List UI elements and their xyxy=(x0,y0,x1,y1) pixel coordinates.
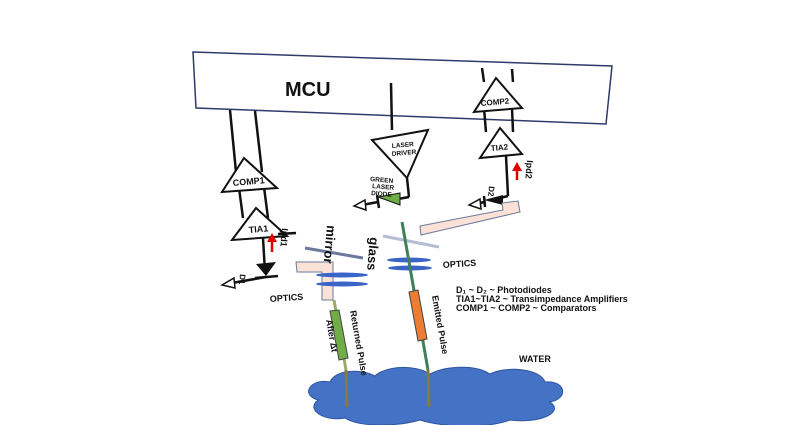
tia2-label: TIA2 xyxy=(490,142,509,153)
green-laser-diode-label-3: DIODE xyxy=(371,190,393,199)
green-laser-diode-label-2: LASER xyxy=(372,183,395,192)
d2-label: D2 xyxy=(486,186,496,198)
emitted-pulse-label: Emitted Pulse xyxy=(430,295,450,355)
ipd1-label: Ipd1 xyxy=(278,228,290,247)
returned-pulse-label: Returned Pulse xyxy=(348,310,369,377)
left-channel: COMP1 TIA1 D1 Ipd1 xyxy=(219,109,297,289)
ipd2-label: Ipd2 xyxy=(523,160,535,179)
comp1-triangle xyxy=(220,156,280,194)
legend-item: TIA1~TIA2 ~ Transimpedance Amplifiers xyxy=(456,294,628,304)
optics-lens-left-2 xyxy=(316,281,368,287)
green-laser-diode xyxy=(376,192,401,206)
laser-driver-triangle xyxy=(370,128,430,180)
d1-label: D1 xyxy=(237,274,247,286)
legend-item: D₁ ~ D₂ ~ Photodiodes xyxy=(456,285,552,295)
arrow-up-icon xyxy=(267,233,277,242)
tia1-label: TIA1 xyxy=(248,223,268,235)
arrow-left-icon xyxy=(352,198,367,212)
tia2-triangle xyxy=(478,126,524,160)
laser-driver-label-2: DRIVER xyxy=(392,149,417,158)
mirror-label: mirror xyxy=(321,225,339,264)
left-pink-block xyxy=(295,261,334,301)
emitted-pulse xyxy=(408,289,428,342)
optics-lens-left-1 xyxy=(316,272,368,278)
right-pink-block xyxy=(419,200,521,236)
green-laser-diode-label-1: GREEN xyxy=(370,176,394,185)
mcu-label: MCU xyxy=(285,79,331,101)
laser-driver-label-1: LASER xyxy=(392,141,415,150)
legend-item: COMP1 ~ COMP2 ~ Comparators xyxy=(456,303,597,313)
optics-left-label: OPTICS xyxy=(269,292,303,304)
water-cloud xyxy=(308,366,563,425)
emitted-beam-water xyxy=(426,369,431,408)
returned-pulse xyxy=(329,309,349,361)
arrow-up-icon xyxy=(512,162,522,171)
comp2-triangle xyxy=(472,76,525,114)
tia1-triangle xyxy=(229,206,290,242)
photodiode-d2 xyxy=(484,195,503,205)
glass xyxy=(382,234,440,249)
arrow-left-icon xyxy=(467,197,482,211)
comp1-label: COMP1 xyxy=(232,175,265,188)
arrow-left-icon xyxy=(219,276,236,289)
returned-beam-water xyxy=(344,369,349,408)
legend: D₁ ~ D₂ ~ Photodiodes TIA1~TIA2 ~ Transi… xyxy=(456,285,628,313)
water-label: WATER xyxy=(519,354,551,364)
glass-label: glass xyxy=(364,237,382,271)
comp2-label: COMP2 xyxy=(480,96,510,107)
right-channel: COMP2 TIA2 D2 Ipd2 xyxy=(467,67,535,211)
emitter-chain: LASER DRIVER GREEN LASER DIODE xyxy=(352,82,430,212)
optics-right-label: OPTICS xyxy=(442,258,476,270)
photodiode-d1 xyxy=(256,262,276,276)
mirror xyxy=(304,246,364,260)
